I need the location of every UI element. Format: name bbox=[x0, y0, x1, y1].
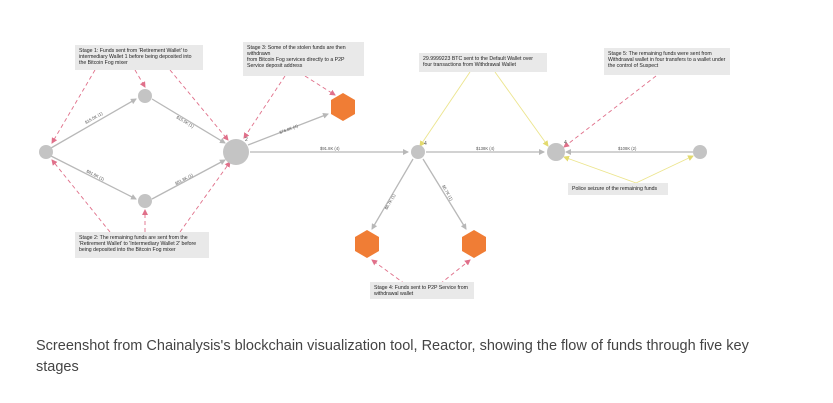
edge-label-mixer-withdraw: $91.8K (4) bbox=[320, 146, 340, 151]
edge-retire-w1 bbox=[50, 98, 137, 149]
stage1-note: Stage 1: Funds sent from 'Retirement Wal… bbox=[75, 45, 203, 70]
police-seizure-note: Police seizure of the remaining funds bbox=[568, 183, 668, 195]
default-wallet-node[interactable] bbox=[547, 143, 565, 161]
retirement-wallet-node[interactable] bbox=[39, 145, 53, 159]
intermediary-wallet-1-node[interactable] bbox=[138, 89, 152, 103]
stage4-note: Stage 4: Funds sent to P2P Service from … bbox=[370, 282, 474, 299]
bitcoin-fog-mixer-node[interactable] bbox=[223, 139, 249, 165]
stage2-note: Stage 2: The remaining funds are sent fr… bbox=[75, 232, 209, 258]
edge-label-withdraw-default: $138K (4) bbox=[476, 146, 495, 151]
edge-withdraw-p2p-left bbox=[371, 158, 414, 230]
edge-label-w2-mixer: $81.8K (1) bbox=[174, 172, 194, 186]
p2p-service-hexagon-left[interactable] bbox=[355, 230, 379, 258]
p2p-service-hexagon-right[interactable] bbox=[462, 230, 486, 258]
flow-edges bbox=[50, 98, 693, 230]
edge-mixer-p2p bbox=[247, 113, 329, 146]
withdrawal-node-count: 4 bbox=[424, 141, 427, 147]
edge-label-withdraw-p2p-left: $6.7K (1) bbox=[384, 193, 397, 211]
p2p-service-hexagon-top[interactable] bbox=[331, 93, 355, 121]
edge-retire-w2 bbox=[50, 155, 137, 200]
intermediary-wallet-2-node[interactable] bbox=[138, 194, 152, 208]
annotation-pointers-yellow bbox=[419, 71, 694, 184]
edge-w2-mixer bbox=[151, 159, 226, 200]
fund-flow-diagram: $15.5K (1) $15.5K (1) $81.8K (1) $81.8K … bbox=[39, 69, 707, 285]
annotation-pointers-pink bbox=[51, 69, 657, 285]
edge-w1-mixer bbox=[151, 98, 226, 144]
stage5-note: Stage 5: The remaining funds were sent f… bbox=[604, 48, 730, 75]
edge-label-w1-mixer: $15.5K (1) bbox=[175, 115, 195, 130]
mixer-node-count: 2 bbox=[245, 137, 248, 143]
police-wallet-node[interactable] bbox=[693, 145, 707, 159]
default-wallet-note: 29.9999223 BTC sent to the Default Walle… bbox=[419, 53, 547, 72]
edge-label-mixer-p2p: $76.8K (4) bbox=[279, 123, 300, 135]
figure-caption: Screenshot from Chainalysis's blockchain… bbox=[36, 338, 749, 375]
default-node-count: 4 bbox=[564, 140, 567, 146]
withdrawal-wallet-node[interactable] bbox=[411, 145, 425, 159]
nodes: 2 4 4 bbox=[39, 89, 707, 258]
edge-label-default-police: $108K (2) bbox=[618, 146, 637, 151]
stage3-note: Stage 3: Some of the stolen funds are th… bbox=[243, 42, 364, 76]
edge-withdraw-p2p-right bbox=[422, 158, 467, 230]
